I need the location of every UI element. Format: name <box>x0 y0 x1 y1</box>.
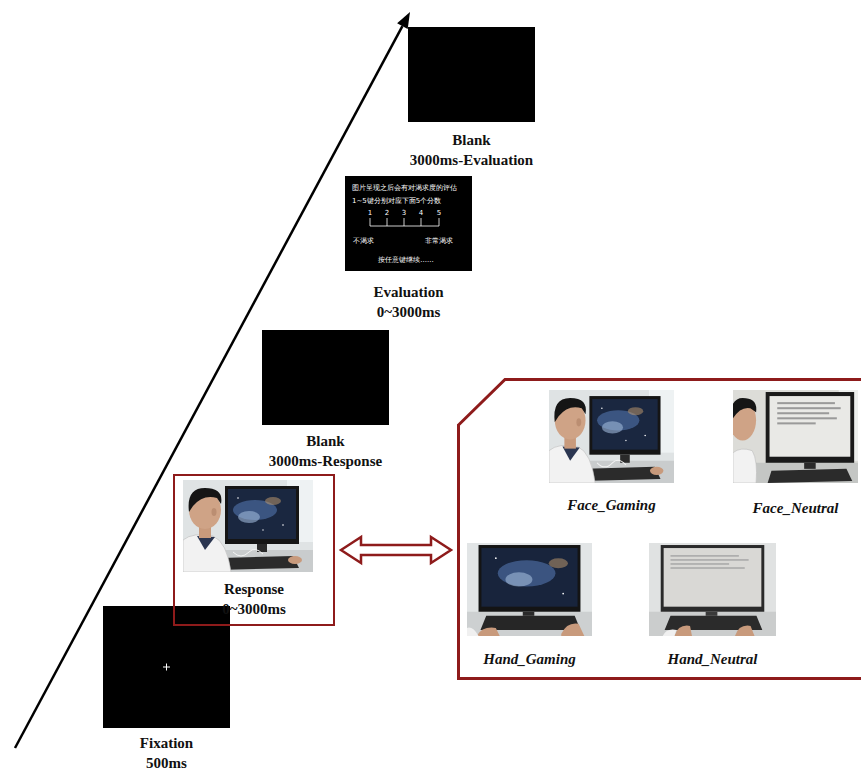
double-arrow <box>341 537 451 563</box>
screen-text: 图片呈现之后会有对渴求度的评估 <box>352 184 457 192</box>
evaluation-screen-node: 图片呈现之后会有对渴求度的评估 1~5键分别对应下面5个分数 1 2 3 4 5 不渴求 非常渴… <box>342 176 475 324</box>
fixation-cross <box>166 664 167 671</box>
fixation-screen-node: Fixation 500ms <box>96 606 237 774</box>
screen-text: 按任意键继续...... <box>378 256 433 264</box>
scale-line <box>370 226 439 227</box>
rating-scale <box>370 218 439 226</box>
condition-label: Face_Neutral <box>733 498 858 518</box>
screen-text: 5 <box>437 209 441 217</box>
screen-text: 1~5键分别对应下面5个分数 <box>352 197 441 205</box>
screen-caption: Evaluation 0~3000ms <box>342 282 475 322</box>
time-axis <box>15 12 410 748</box>
response-box: Response 0~3000ms <box>173 474 335 626</box>
scale-tick <box>421 218 422 226</box>
hand-gaming-photo <box>467 543 592 636</box>
condition-label: Face_Gaming <box>549 495 674 515</box>
hand-neutral-photo <box>649 543 776 636</box>
screen-caption: Response 0~3000ms <box>175 579 333 619</box>
scale-tick <box>439 218 440 226</box>
condition-label: Hand_Gaming <box>467 649 592 669</box>
stimulus-photo-node: Hand_Gaming <box>467 543 592 671</box>
evaluation-screen <box>345 176 472 271</box>
time-axis-head <box>397 12 410 29</box>
stimulus-photo-node: Hand_Neutral <box>649 543 776 671</box>
screen-text: 不渴求 <box>353 237 374 245</box>
blank-screen <box>408 27 535 122</box>
screen-text: 3 <box>402 209 406 217</box>
screen-text: 4 <box>419 209 423 217</box>
time-axis-line <box>15 26 402 748</box>
condition-label: Hand_Neutral <box>649 649 776 669</box>
screen-caption: Blank 3000ms-Evaluation <box>401 130 542 170</box>
stimulus-photo-node: Face_Gaming <box>549 390 674 517</box>
scale-tick <box>387 218 388 226</box>
screen-text: 2 <box>385 209 389 217</box>
screen-caption: Fixation 500ms <box>96 733 237 773</box>
scale-tick <box>404 218 405 226</box>
response-photo <box>183 480 313 572</box>
scale-tick <box>370 218 371 226</box>
black-screen <box>345 176 472 271</box>
face-gaming-photo <box>549 390 674 483</box>
screen-caption: Blank 3000ms-Response <box>259 431 392 471</box>
blank-screen-node: Blank 3000ms-Evaluation <box>401 27 542 172</box>
blank-screen <box>262 330 389 425</box>
panel-outline <box>457 378 861 680</box>
screen-text: 非常渴求 <box>425 237 453 245</box>
stimulus-photo-node: Face_Neutral <box>733 390 858 520</box>
blank-screen-node: Blank 3000ms-Response <box>259 330 392 473</box>
panel-border <box>459 380 861 679</box>
screen-text: 1 <box>368 209 372 217</box>
stimulus-panel: Face_Gaming Face_NeutralHand_Gaming Hand_N… <box>457 378 861 680</box>
face-neutral-photo <box>729 390 858 483</box>
